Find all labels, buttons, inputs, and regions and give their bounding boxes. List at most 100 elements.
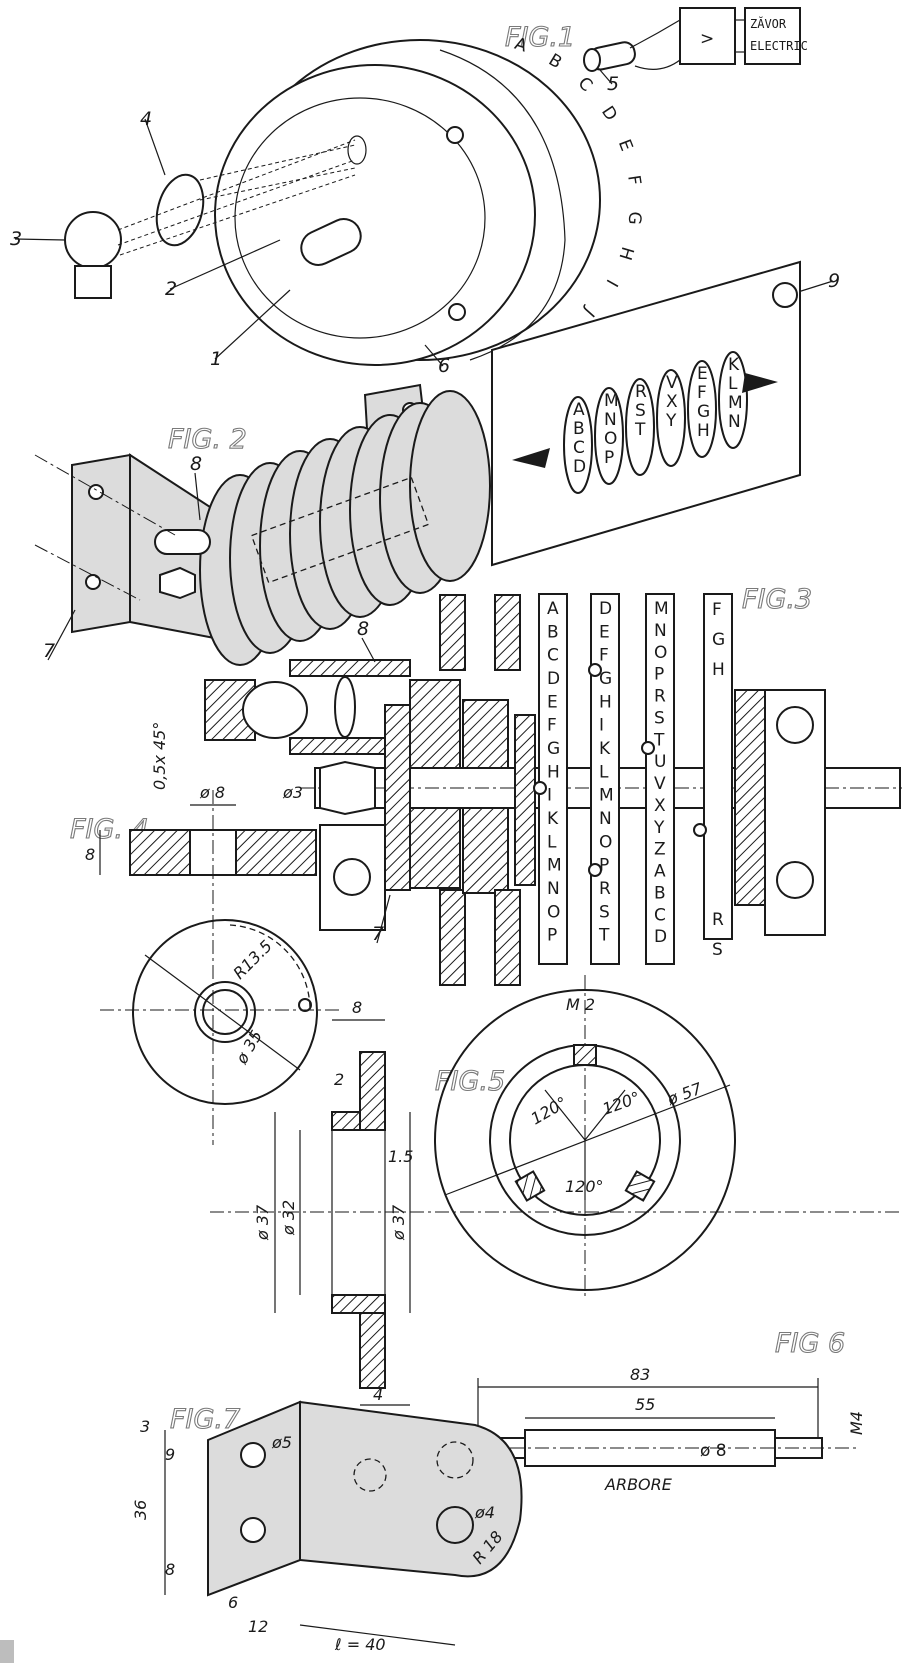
fig3-nut-left xyxy=(319,760,376,816)
fig3-strip-letter: B xyxy=(547,622,559,642)
lamp-bulb xyxy=(64,211,122,269)
code-drum-face xyxy=(214,64,536,366)
fig5-thread: M 2 xyxy=(566,995,595,1014)
fig3-strip-letter: R xyxy=(654,687,666,707)
fig6-caption: ARBORE xyxy=(604,1475,673,1494)
fig3-strip-letter: D xyxy=(654,927,667,947)
fig7-hidden-hole-2 xyxy=(436,1441,474,1479)
fig7-six: 6 xyxy=(228,1593,238,1612)
fig3-strip-letter: A xyxy=(547,599,559,619)
bracket-hole-1 xyxy=(88,484,104,500)
fig7-length-line xyxy=(299,1624,456,1646)
fig3-disc-3-top xyxy=(439,594,466,671)
fig3-strip-letter: X xyxy=(654,796,666,816)
panel-ring-letter: V xyxy=(666,373,678,393)
drum-letter: G xyxy=(624,211,645,226)
fig3-disc-2-top xyxy=(409,679,461,769)
fig4-small-hole: ø3 xyxy=(282,783,303,802)
fig4-dia-line xyxy=(144,954,301,1071)
panel-ring xyxy=(718,351,748,449)
fig5-angle-3: 120° xyxy=(565,1177,604,1196)
fig3-strip-letter: M xyxy=(599,786,614,806)
fig3-strip-letter: G xyxy=(547,739,560,759)
panel-ring-letter: L xyxy=(728,374,738,394)
callout-number-3: 3 xyxy=(10,228,22,250)
fig5-thread-hole-left xyxy=(514,1170,546,1202)
fig3-strip-letter: V xyxy=(654,774,666,794)
light-rays xyxy=(117,139,356,256)
fig5-label: FIG.5 xyxy=(435,1066,505,1097)
fig3-disc-4-bottom xyxy=(462,807,509,894)
panel-ring xyxy=(625,378,655,476)
drum-letter: B xyxy=(545,50,565,73)
panel-ring-letter: S xyxy=(635,401,646,421)
fig5-flange: 4 xyxy=(373,1385,383,1404)
fig3-strip xyxy=(703,593,733,940)
panel-ring-letter: Y xyxy=(665,411,677,431)
fig3-strip-letter: B xyxy=(654,883,666,903)
fig7-height: 36 xyxy=(131,1500,150,1520)
fig2-callout-7: 7 xyxy=(43,640,55,662)
photocell-wires xyxy=(629,19,681,70)
fig3-callout-7: 7 xyxy=(372,923,384,945)
fig6-mid-length: 55 xyxy=(635,1395,655,1414)
amplifier-symbol: > xyxy=(700,29,714,49)
fig3-strip-letter: L xyxy=(547,832,557,852)
fig3-strip-letter: P xyxy=(599,856,609,876)
drum-letter: J xyxy=(580,303,599,321)
fig3-strip-letter: D xyxy=(547,669,560,689)
fig2-callout-8: 8 xyxy=(190,453,202,475)
drum-screw-top xyxy=(446,126,464,144)
fig4-section-left xyxy=(129,829,191,876)
drum-letter: H xyxy=(614,244,637,262)
fig3-disc-4-top xyxy=(462,699,509,769)
fig5-big-dia-line xyxy=(444,1084,731,1196)
fig3-strip-letter: H xyxy=(547,762,560,782)
fig3-strip-letter: E xyxy=(599,622,610,642)
fig3-section: FIG.3 ABCDEFGHIKLMNOPDEFGHIKLMNOPRSTMNOP… xyxy=(204,583,902,986)
fig4-ring: FIG. 4 ø 8 ø3 0,5x 45° 8 R13.5 ø 35 xyxy=(69,722,340,1145)
fig7-hole4: ø4 xyxy=(474,1503,495,1522)
drum-light-hole xyxy=(347,135,367,165)
fig3-disc-1 xyxy=(384,704,411,891)
fig3-strip-letter: F xyxy=(712,600,722,620)
fig5-recess: 1.5 xyxy=(388,1147,413,1166)
drum-letter: D xyxy=(597,103,621,125)
fig3-leader-7 xyxy=(376,894,391,944)
fig3-disc-3-bottom xyxy=(439,889,466,986)
fig2-disc-stack xyxy=(199,390,491,666)
fig5-angle-1: 120° xyxy=(528,1093,571,1129)
fig7-top: 3 xyxy=(140,1417,150,1436)
lens-disc xyxy=(155,173,205,247)
fig7-bracket: FIG.7 36 3 9 8 6 12 ℓ = 40 ø5 ø4 R 18 xyxy=(131,1400,523,1654)
fig2-leader-8 xyxy=(194,472,201,521)
fig4-pin-hole xyxy=(298,998,312,1012)
fig7-hole-upper xyxy=(240,1442,266,1468)
lamp-socket xyxy=(74,265,112,299)
fig7-length: ℓ = 40 xyxy=(334,1635,386,1654)
callout-number-9: 9 xyxy=(828,270,840,292)
fig3-strip-letter: C xyxy=(547,646,559,666)
fig2-hidden-shaft xyxy=(250,476,430,584)
fig3-screw-right-bottom xyxy=(776,861,814,899)
fig7-hidden-hole xyxy=(353,1458,387,1492)
fig3-strip-letter: E xyxy=(547,692,558,712)
panel-ring-letter: M xyxy=(728,393,743,413)
fig3-strip-letter: R xyxy=(599,879,611,899)
panel-ring-letter: O xyxy=(604,429,617,449)
fig3-disc-end xyxy=(734,689,766,906)
fig3-strip-letter: A xyxy=(654,862,666,882)
fig3-strip-letter: P xyxy=(547,926,557,946)
fig7-twelve: 12 xyxy=(248,1617,268,1636)
panel-ring-letter: X xyxy=(666,392,678,412)
fig4-hub-outer xyxy=(194,981,256,1043)
panel-ring-letter: P xyxy=(604,448,614,468)
fig5-dia-outer: ø 37 xyxy=(253,1204,272,1241)
panel-ring-letter: F xyxy=(697,383,707,403)
fig3-strip xyxy=(538,593,568,965)
fig3-rivet xyxy=(693,823,707,837)
fig5-thread-hole-right xyxy=(624,1170,656,1202)
callout-number-6: 6 xyxy=(438,355,450,377)
